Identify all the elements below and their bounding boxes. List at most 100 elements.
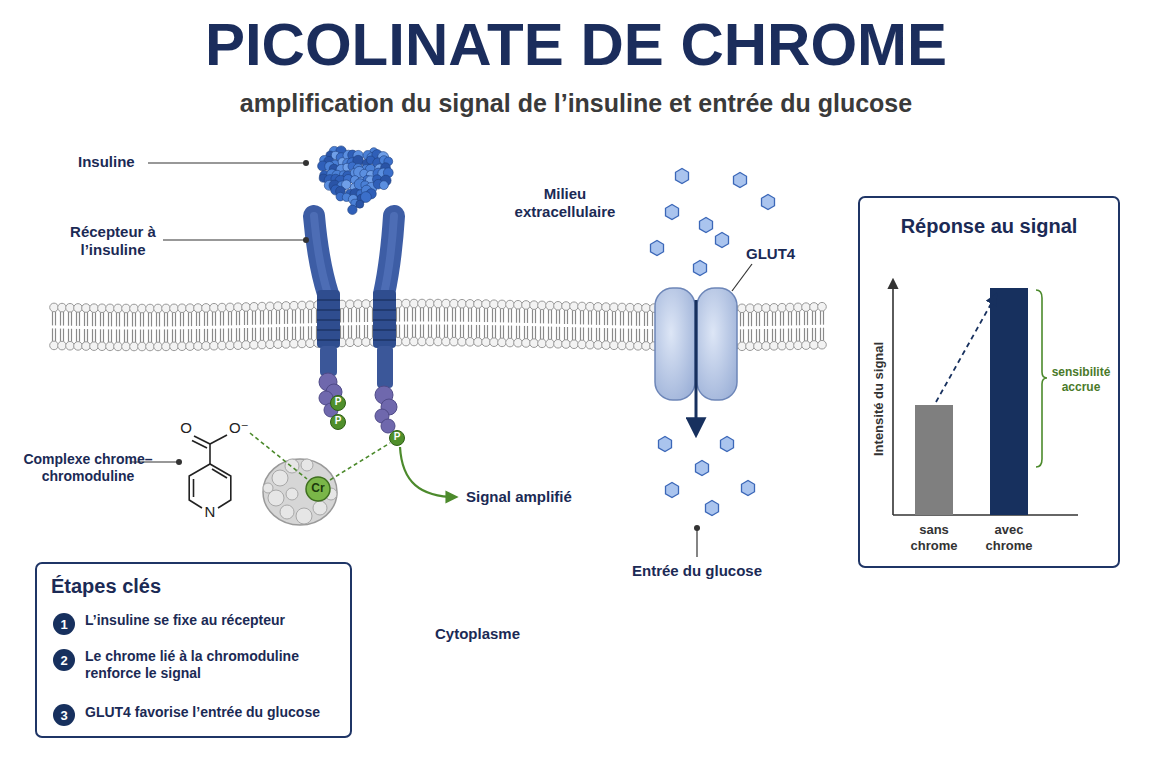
lipid-tail	[780, 312, 781, 326]
lipid-head	[746, 342, 755, 351]
lipid-tail	[180, 329, 181, 342]
lipid-tail	[284, 327, 285, 340]
lipid-tail	[503, 325, 504, 338]
lipid-tail	[111, 312, 112, 326]
lipid-tail	[412, 308, 413, 322]
receptor-transmembrane	[317, 290, 340, 348]
lipid-tail	[764, 312, 765, 326]
lipid-head	[586, 302, 595, 311]
lipid-head	[274, 340, 283, 349]
signal-arrow	[400, 447, 456, 497]
lipid-head	[530, 301, 539, 310]
lipid-tail	[180, 312, 181, 326]
lipid-head	[74, 342, 83, 351]
lipid-tail	[596, 328, 597, 341]
lipid-head	[594, 303, 603, 312]
lipid-tail	[407, 308, 408, 322]
lipid-tail	[119, 329, 120, 342]
lipid-tail	[188, 312, 189, 326]
lipid-head	[130, 342, 139, 351]
steps-panel: Étapes clés123	[35, 562, 352, 738]
lipid-head	[106, 304, 115, 313]
lipid-tail	[199, 312, 200, 326]
lipid-head	[170, 342, 179, 351]
lipid-head	[178, 342, 187, 351]
lipid-tail	[764, 329, 765, 342]
lipid-head	[570, 302, 579, 311]
lipid-tail	[487, 325, 488, 338]
glucose-hexagon	[676, 169, 689, 184]
lipid-tail	[260, 311, 261, 325]
step-number: 2	[53, 649, 75, 671]
lipid-head	[50, 303, 59, 312]
lipid-tail	[311, 309, 312, 323]
lipid-tail	[316, 309, 317, 323]
lipid-tail	[196, 312, 197, 326]
lipid-tail	[143, 329, 144, 342]
lipid-tail	[76, 329, 77, 342]
lipid-tail	[444, 308, 445, 322]
lipid-tail	[244, 311, 245, 325]
lipid-tail	[343, 308, 344, 322]
phosphate-label: P	[330, 415, 346, 427]
lipid-head	[618, 341, 627, 350]
lipid-tail	[548, 327, 549, 340]
lipid-tail	[396, 325, 397, 338]
lipid-head	[258, 340, 267, 349]
lipid-tail	[207, 329, 208, 342]
lipid-tail	[367, 308, 368, 322]
lipid-tail	[500, 325, 501, 338]
lipid-tail	[540, 326, 541, 339]
chromodulin-complex	[250, 433, 390, 525]
signal-label: Signal amplifié	[466, 488, 572, 506]
lipid-tail	[436, 308, 437, 322]
lipid-tail	[108, 329, 109, 342]
lipid-head	[122, 342, 131, 351]
lipid-tail	[487, 308, 488, 322]
lipid-tail	[420, 308, 421, 322]
lipid-head	[642, 342, 651, 351]
receptor-highlight	[314, 216, 328, 294]
lipid-tail	[316, 326, 317, 339]
lipid-tail	[636, 312, 637, 326]
lipid-tail	[188, 329, 189, 342]
receptor-highlight	[384, 216, 394, 294]
phosphate-dot	[390, 431, 405, 446]
glucose-hexagon	[694, 261, 707, 276]
lipid-head	[786, 303, 795, 312]
lipid-tail	[63, 329, 64, 342]
step-text: Le chrome lié à la chromoduline renforce…	[85, 648, 337, 682]
part-label: GLUT4	[746, 245, 795, 263]
lipid-tail	[772, 312, 773, 326]
lipid-tail	[87, 312, 88, 326]
lipid-tail	[639, 329, 640, 342]
lipid-head	[450, 299, 459, 308]
lipid-tail	[247, 311, 248, 325]
lipid-tail	[356, 308, 357, 322]
lipid-tail	[615, 328, 616, 341]
lipid-tail	[164, 329, 165, 342]
lipid-tail	[183, 312, 184, 326]
lipid-tail	[84, 312, 85, 326]
lipid-tail	[351, 308, 352, 322]
lipid-head	[522, 301, 531, 310]
lipid-tail	[559, 310, 560, 324]
lipid-tail	[132, 312, 133, 326]
lipid-tail	[148, 329, 149, 342]
lipid-tail	[103, 312, 104, 326]
insulin-receptor	[314, 216, 405, 446]
lipid-head	[602, 341, 611, 350]
lipid-tail	[751, 312, 752, 326]
lipid-tail	[780, 329, 781, 342]
lipid-head	[754, 342, 763, 351]
lipid-tail	[775, 312, 776, 326]
lipid-tail	[156, 329, 157, 342]
lipid-head	[610, 341, 619, 350]
lipid-tail	[415, 308, 416, 322]
lipid-head	[546, 339, 555, 348]
lipid-tail	[516, 326, 517, 339]
lipid-head	[306, 301, 315, 310]
lipid-head	[74, 304, 83, 313]
glucose-hexagon	[700, 218, 713, 233]
phosphate-dot	[331, 415, 346, 430]
